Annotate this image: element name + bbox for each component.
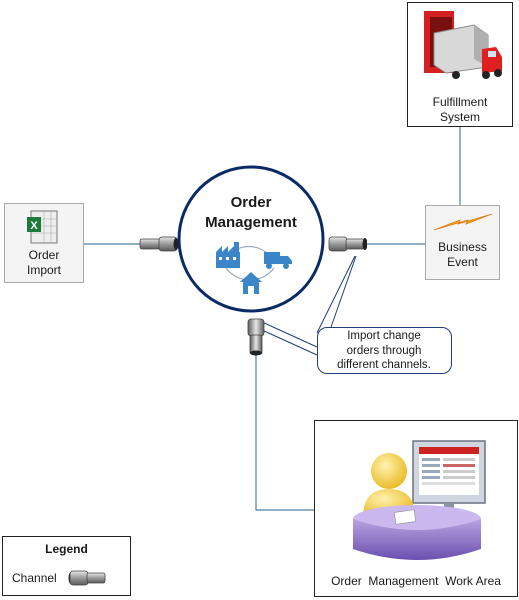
user-at-computer-icon <box>353 440 486 560</box>
callout-text: Import change orders through different c… <box>318 329 450 373</box>
channel-connector-left <box>139 236 179 252</box>
callout-line2: orders through <box>346 344 422 357</box>
legend-box: Legend Channel <box>2 536 131 596</box>
fulfillment-label-line2: System <box>439 110 480 124</box>
legend-channel-label: Channel <box>12 571 57 585</box>
business-event-line2: Event <box>447 255 478 269</box>
hub-title: Order Management <box>186 193 316 233</box>
order-import-line2: Import <box>26 263 61 277</box>
lightning-icon <box>433 213 493 231</box>
channel-connector-right <box>328 236 367 252</box>
order-management-hub <box>177 165 325 313</box>
callout-line1: Import change <box>347 330 421 342</box>
legend-title: Legend <box>45 542 88 556</box>
work-area-box: Order Management Work Area <box>314 420 518 597</box>
hub-title-line2: Management <box>205 214 297 231</box>
order-import-label: Order Import <box>5 248 83 278</box>
factory-icon <box>216 242 240 268</box>
channels-callout: Import change orders through different c… <box>317 327 452 374</box>
callout-line3: different channels. <box>337 359 431 371</box>
work-area-label: Order Management Work Area <box>331 574 501 588</box>
fulfillment-system-box: Fulfillment System <box>407 2 513 127</box>
business-event-line1: Business <box>438 240 487 254</box>
pipe-connector-icon <box>68 570 106 586</box>
order-import-box: X Order Import <box>4 203 84 283</box>
business-event-box: Business Event <box>425 205 500 280</box>
svg-text:X: X <box>30 220 38 232</box>
spreadsheet-icon: X <box>27 210 58 244</box>
hub-title-line1: Order <box>230 194 272 211</box>
fulfillment-label-line1: Fulfillment <box>432 95 488 109</box>
delivery-truck-icon <box>264 252 292 269</box>
business-event-label: Business Event <box>426 240 499 270</box>
house-icon <box>240 272 262 294</box>
channel-connector-bottom <box>247 318 265 356</box>
order-import-line1: Order <box>28 248 60 262</box>
truck-warehouse-icon <box>424 11 502 79</box>
fulfillment-system-label: Fulfillment System <box>408 95 512 125</box>
